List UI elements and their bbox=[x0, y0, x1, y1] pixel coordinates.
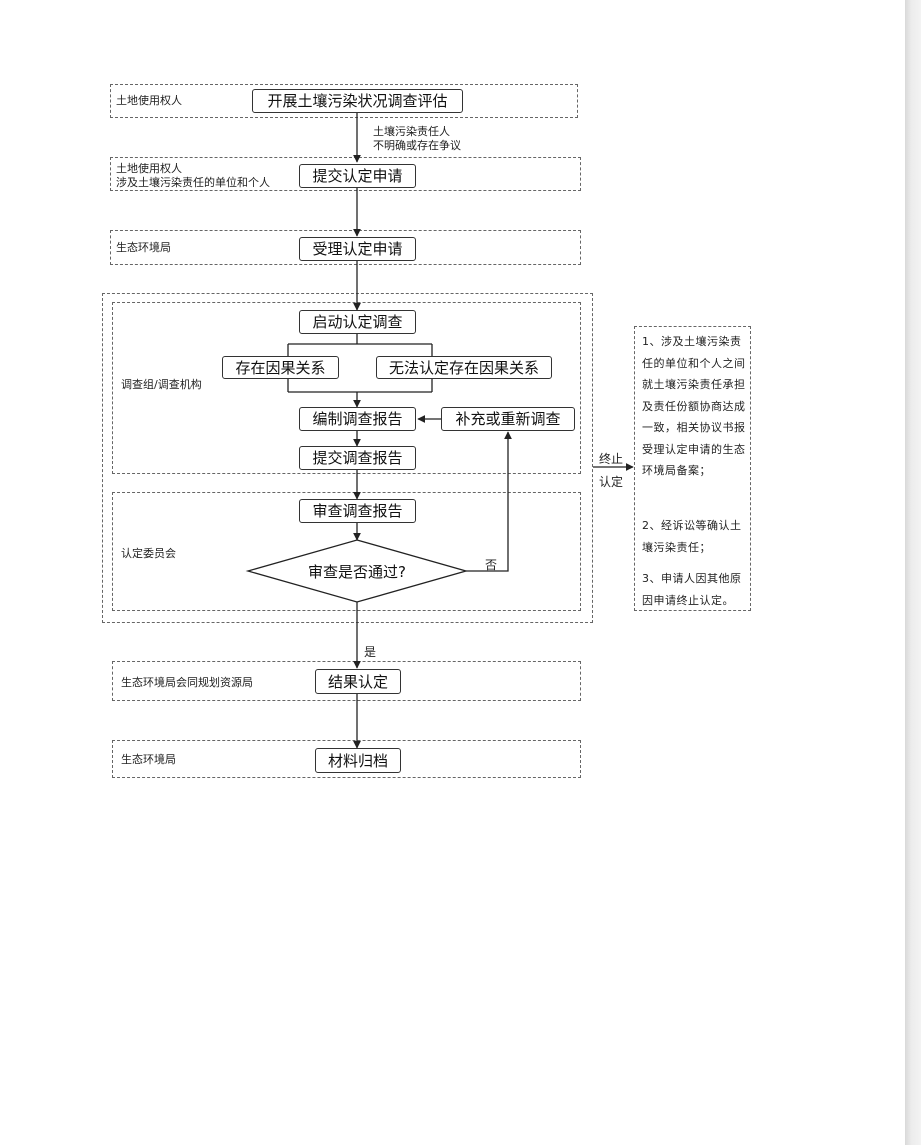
lane-label-committee: 认定委员会 bbox=[121, 547, 176, 560]
lane-label-landowner: 土地使用权人 bbox=[116, 94, 182, 107]
label-terminate-line2: 认定 bbox=[599, 475, 624, 489]
lane-bureau-archive bbox=[112, 740, 581, 778]
step-submit-application: 提交认定申请 bbox=[299, 164, 416, 188]
label-no: 否 bbox=[485, 558, 498, 572]
lane-bureau-joint bbox=[112, 661, 581, 701]
page-edge bbox=[905, 0, 921, 1145]
step-result: 结果认定 bbox=[315, 669, 401, 694]
note-item-2: 2、经诉讼等确认土壤污染责任； bbox=[642, 519, 742, 554]
step-start-investigation: 启动认定调查 bbox=[299, 310, 416, 334]
lane-landowner bbox=[110, 84, 578, 118]
lane-label-bureau-archive: 生态环境局 bbox=[121, 753, 176, 766]
step-supplement: 补充或重新调查 bbox=[441, 407, 575, 431]
label-unclear-line1: 土壤污染责任人 bbox=[373, 125, 450, 138]
lane-label-applicant-1: 土地使用权人 bbox=[116, 162, 182, 175]
lane-bureau-accept bbox=[110, 230, 581, 265]
lane-investigation-group bbox=[112, 302, 581, 474]
note-item-3: 3、申请人因其他原因申请终止认定。 bbox=[642, 572, 742, 607]
step-accept-application: 受理认定申请 bbox=[299, 237, 416, 261]
label-unclear-line2: 不明确或存在争议 bbox=[373, 139, 461, 152]
step-review-report: 审查调查报告 bbox=[299, 499, 416, 523]
step-causal-exists: 存在因果关系 bbox=[222, 356, 339, 379]
lane-label-bureau-accept: 生态环境局 bbox=[116, 241, 171, 254]
lane-applicant bbox=[110, 157, 581, 191]
lane-committee bbox=[112, 492, 581, 611]
step-survey: 开展土壤污染状况调查评估 bbox=[252, 89, 463, 113]
lane-label-applicant-2: 涉及土壤污染责任的单位和个人 bbox=[116, 176, 270, 189]
termination-conditions-note: 1、涉及土壤污染责任的单位和个人之间就土壤污染责任承担及责任份额协商达成一致，相… bbox=[634, 326, 751, 611]
step-decision-text: 审查是否通过? bbox=[308, 563, 406, 581]
step-causal-unknown: 无法认定存在因果关系 bbox=[376, 356, 552, 379]
step-compile-report: 编制调查报告 bbox=[299, 407, 416, 431]
label-terminate-line1: 终止 bbox=[599, 452, 624, 466]
lane-label-investigation-group: 调查组/调查机构 bbox=[121, 378, 202, 391]
lane-outer-review bbox=[102, 293, 593, 623]
step-archive: 材料归档 bbox=[315, 748, 401, 773]
step-submit-report: 提交调查报告 bbox=[299, 446, 416, 470]
lane-label-bureau-joint: 生态环境局会同规划资源局 bbox=[121, 676, 253, 689]
arrow-decision-no bbox=[466, 431, 512, 572]
label-yes: 是 bbox=[364, 645, 377, 659]
note-item-1: 1、涉及土壤污染责任的单位和个人之间就土壤污染责任承担及责任份额协商达成一致，相… bbox=[642, 335, 746, 477]
